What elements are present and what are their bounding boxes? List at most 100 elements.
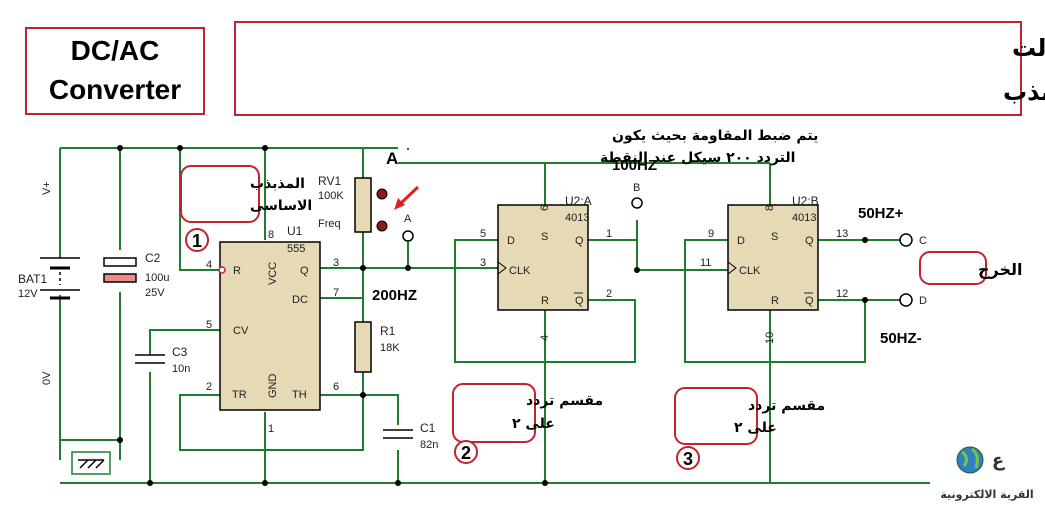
u2b-pin-r: R — [771, 295, 779, 307]
callout-output-text: الخرج — [978, 260, 1023, 279]
vplus-label: V+ — [41, 181, 53, 195]
callout-number-1: 1 — [192, 231, 202, 251]
u2b-pinnum-9: 9 — [708, 228, 714, 240]
english-title-line2: Converter — [49, 74, 181, 105]
u2b-clk-triangle — [727, 261, 737, 275]
output-d-label: D — [919, 295, 927, 307]
bat1-ref: BAT1 — [18, 272, 47, 286]
u2b-pin-qbar: Q — [805, 295, 814, 307]
freq-50hz-plus: 50HZ+ — [858, 205, 904, 222]
u1-ref: U1 — [287, 224, 303, 238]
u2a-pinnum-6: 6 — [539, 205, 551, 211]
logo: ع القرية الالكترونية — [940, 446, 1034, 501]
c3-ref: C3 — [172, 345, 188, 359]
resistor-r1 — [354, 321, 372, 373]
globe-icon — [956, 446, 984, 474]
u1-pinnum-8: 8 — [268, 229, 274, 241]
u1-pinnum-7: 7 — [333, 287, 339, 299]
c1-ref: C1 — [420, 421, 436, 435]
callout-oscillator-line2: الاساسى — [250, 198, 312, 214]
u2a-pin-clk: CLK — [509, 265, 531, 277]
u1-pin-tr: TR — [232, 389, 247, 401]
test-point-a — [402, 230, 414, 242]
rv1-ref: RV1 — [318, 174, 341, 188]
callout-number-3: 3 — [683, 449, 693, 469]
logo-mark: ع — [992, 450, 1005, 471]
u1-pinnum-2: 2 — [206, 381, 212, 393]
c2-value2: 25V — [145, 287, 165, 299]
callout-oscillator: المذبذب الاساسى 1 — [180, 165, 312, 252]
title-box-english — [25, 27, 205, 115]
u1-pinnum-5: 5 — [206, 319, 212, 331]
u2a-pinnum-5: 5 — [480, 228, 486, 240]
note-point-a: A — [386, 149, 398, 168]
c3-value: 10n — [172, 363, 190, 375]
u1-pin-q: Q — [300, 265, 309, 277]
u2a-part: 4013 — [565, 212, 589, 224]
ic-u2a-4013 — [497, 204, 589, 311]
arabic-title-line2: الجزء الاول دائرة المذبذب — [1003, 78, 1045, 106]
output-c-label: C — [919, 235, 927, 247]
u1-pin-gnd: GND — [267, 374, 279, 399]
callout-divider1-line2: على ٢ — [512, 416, 555, 432]
capacitor-c1 — [383, 429, 413, 439]
u2b-pin-q: Q — [805, 235, 814, 247]
callout-divider2-line1: مقسم تردد — [748, 398, 825, 414]
c2-value1: 100u — [145, 272, 169, 284]
u2a-pin-s: S — [541, 231, 548, 243]
u2a-pin-q: Q — [575, 235, 584, 247]
ground-symbol — [71, 451, 111, 475]
u2a-pin-qbar: Q — [575, 295, 584, 307]
output-terminal-c — [899, 233, 913, 247]
u1-pin-cv: CV — [233, 325, 249, 337]
zero-volt-label: 0V — [41, 371, 53, 385]
probe-led-1 — [376, 188, 388, 200]
test-point-b-label: B — [633, 182, 640, 194]
red-arrow-head — [394, 198, 405, 210]
capacitor-c3 — [135, 354, 165, 364]
u2b-pinnum-12: 12 — [836, 288, 848, 300]
u2a-pinnum-1: 1 — [606, 228, 612, 240]
ic-u1-555 — [219, 241, 321, 411]
u1-pinnum-3: 3 — [333, 257, 339, 269]
callout-divider2-line2: على ٢ — [734, 420, 777, 436]
r1-value: 18K — [380, 342, 400, 354]
callout-divider-1: مقسم تردد على ٢ 2 — [452, 383, 603, 464]
u2a-pinnum-3: 3 — [480, 257, 486, 269]
freq-200hz: 200HZ — [372, 287, 417, 304]
junctions — [117, 145, 868, 486]
callout-divider1-line1: مقسم تردد — [526, 393, 603, 409]
callout-divider-2: مقسم تردد على ٢ 3 — [674, 387, 825, 470]
bat1-value: 12V — [18, 288, 38, 300]
u1-pin-vcc: VCC — [267, 262, 279, 285]
freq-50hz-minus: 50HZ- — [880, 330, 922, 347]
u2b-pinnum-13: 13 — [836, 228, 848, 240]
test-point-a-label: A — [404, 213, 412, 225]
u2a-ref: U2:A — [565, 194, 592, 208]
u1-pinnum-6: 6 — [333, 381, 339, 393]
rv1-freq: Freq — [318, 218, 341, 230]
output-terminal-d — [899, 293, 913, 307]
callout-output: الخرج — [919, 251, 1023, 285]
title-box-arabic — [234, 21, 1022, 116]
u2a-clk-triangle — [497, 261, 507, 275]
u2b-pinnum-11: 11 — [700, 257, 711, 269]
english-title-line1: DC/AC — [71, 35, 160, 66]
u2b-pin-clk: CLK — [739, 265, 761, 277]
r1-ref: R1 — [380, 324, 396, 338]
u1-pin-dc: DC — [292, 294, 308, 306]
c1-value: 82n — [420, 439, 438, 451]
u2b-ref: U2:B — [792, 194, 819, 208]
wiring — [59, 147, 930, 484]
battery-bat1 — [40, 257, 80, 300]
u1-pinnum-4: 4 — [206, 259, 212, 271]
u1-pinnum-1: 1 — [268, 423, 274, 435]
arabic-title-line1: محول الجهد المستمر للبطارية ١٢ فولت الى … — [1012, 34, 1045, 62]
test-point-b — [631, 197, 643, 209]
callout-number-2: 2 — [461, 443, 471, 463]
u1-reset-bubble — [218, 266, 226, 274]
ic-u2b-4013 — [727, 204, 819, 311]
u2b-pinnum-8: 8 — [764, 205, 776, 211]
u2b-pinnum-10: 10 — [764, 332, 776, 344]
